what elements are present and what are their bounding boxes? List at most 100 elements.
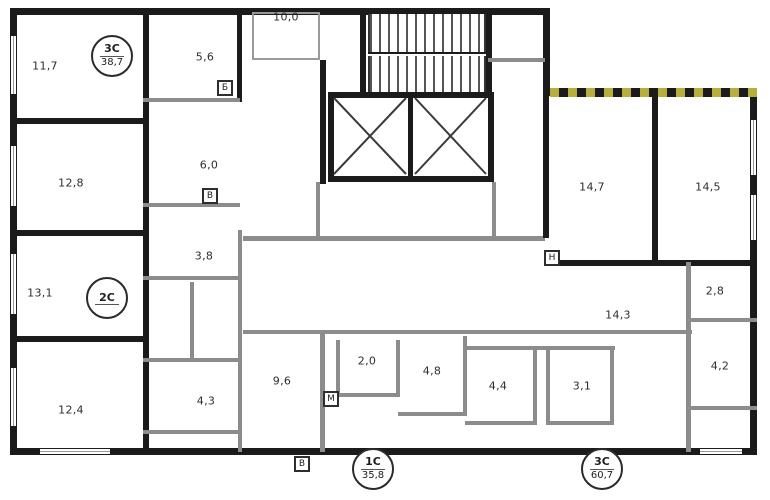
partition xyxy=(546,421,614,425)
wall xyxy=(328,92,334,182)
unit-type-label: 3С xyxy=(590,455,614,471)
room-area-label: 14,3 xyxy=(605,308,631,322)
room-area-label: 2,8 xyxy=(705,284,725,298)
room-area-label: 10,0 xyxy=(273,10,299,24)
partition xyxy=(143,430,238,434)
wall xyxy=(10,230,143,236)
axis-marker-label: В xyxy=(298,459,306,469)
partition xyxy=(465,421,537,425)
unit-type-label: 2С xyxy=(95,291,119,306)
partition xyxy=(336,393,400,397)
partition xyxy=(143,358,238,362)
window xyxy=(751,120,756,175)
partition xyxy=(465,346,615,350)
partition xyxy=(546,348,550,423)
partition xyxy=(396,340,400,396)
room-area-label: 11,7 xyxy=(32,59,58,73)
room-area-label: 5,6 xyxy=(195,50,215,64)
partition xyxy=(610,348,614,423)
wall xyxy=(143,8,149,455)
room-area-label: 14,7 xyxy=(579,180,605,194)
partition xyxy=(316,182,320,238)
stair-landing-wall xyxy=(368,50,486,54)
staircase xyxy=(368,14,486,52)
axis-marker: В xyxy=(294,456,310,472)
wall xyxy=(10,336,143,342)
window xyxy=(40,449,110,454)
axis-marker-label: Н xyxy=(548,253,556,263)
wall xyxy=(237,8,242,102)
wall xyxy=(543,8,550,96)
partition xyxy=(463,336,467,416)
room-area-label: 12,8 xyxy=(58,176,84,190)
partition xyxy=(243,330,692,334)
wall xyxy=(545,260,757,266)
wall xyxy=(408,96,413,178)
partition xyxy=(190,282,194,360)
window xyxy=(751,195,756,240)
room-area-label: 3,8 xyxy=(194,249,214,263)
partition xyxy=(686,262,691,452)
room-area-label: 12,4 xyxy=(58,403,84,417)
room-area-label: 4,4 xyxy=(488,379,508,393)
partition xyxy=(238,230,242,452)
partition xyxy=(686,406,757,410)
wall xyxy=(543,95,549,238)
axis-marker: Б xyxy=(217,80,233,96)
unit-area-label: 38,7 xyxy=(100,57,124,69)
window xyxy=(11,36,16,94)
unit-badge: 3С 38,7 xyxy=(91,35,133,77)
unit-badge: 3С 60,7 xyxy=(581,448,623,490)
room-area-label: 6,0 xyxy=(199,158,219,172)
window xyxy=(11,254,16,314)
wall xyxy=(750,92,757,455)
axis-marker: М xyxy=(323,391,339,407)
partition xyxy=(398,412,467,416)
unit-type-label: 3С xyxy=(100,42,124,58)
room-area-label: 4,2 xyxy=(710,359,730,373)
partition xyxy=(143,98,240,102)
partition xyxy=(143,276,240,280)
axis-marker-label: М xyxy=(327,394,335,404)
window xyxy=(11,368,16,426)
wall xyxy=(320,60,326,184)
partition xyxy=(488,58,545,62)
room-area-label: 13,1 xyxy=(27,286,53,300)
axis-marker: В xyxy=(202,188,218,204)
wall xyxy=(328,92,494,98)
room-area-label: 9,6 xyxy=(272,374,292,388)
axis-marker: Н xyxy=(544,250,560,266)
wall xyxy=(360,8,366,94)
partition xyxy=(243,236,545,241)
partition xyxy=(320,332,325,452)
unit-type-label: 1С xyxy=(361,455,385,471)
axis-marker-label: Б xyxy=(221,83,229,93)
insulated-wall xyxy=(550,88,757,97)
partition xyxy=(336,340,340,396)
room-area-label: 3,1 xyxy=(572,379,592,393)
wall xyxy=(10,118,143,124)
axis-marker-label: В xyxy=(206,191,214,201)
wall xyxy=(10,8,550,15)
partition xyxy=(492,182,496,238)
wall xyxy=(652,95,658,265)
room-area-label: 2,0 xyxy=(357,354,377,368)
wall xyxy=(488,92,494,182)
window xyxy=(700,449,742,454)
wall xyxy=(328,176,494,182)
room-area-label: 4,3 xyxy=(196,394,216,408)
unit-badge: 1С 35,8 xyxy=(352,448,394,490)
partition xyxy=(533,348,537,423)
partition xyxy=(686,318,757,322)
wall xyxy=(486,8,492,94)
partition xyxy=(143,203,240,207)
staircase xyxy=(368,56,486,92)
unit-area-label: 35,8 xyxy=(361,470,385,482)
window xyxy=(11,146,16,206)
balcony-outline xyxy=(252,12,320,60)
unit-badge: 2С xyxy=(86,277,128,319)
room-area-label: 4,8 xyxy=(422,364,442,378)
unit-area-label: 60,7 xyxy=(590,470,614,482)
